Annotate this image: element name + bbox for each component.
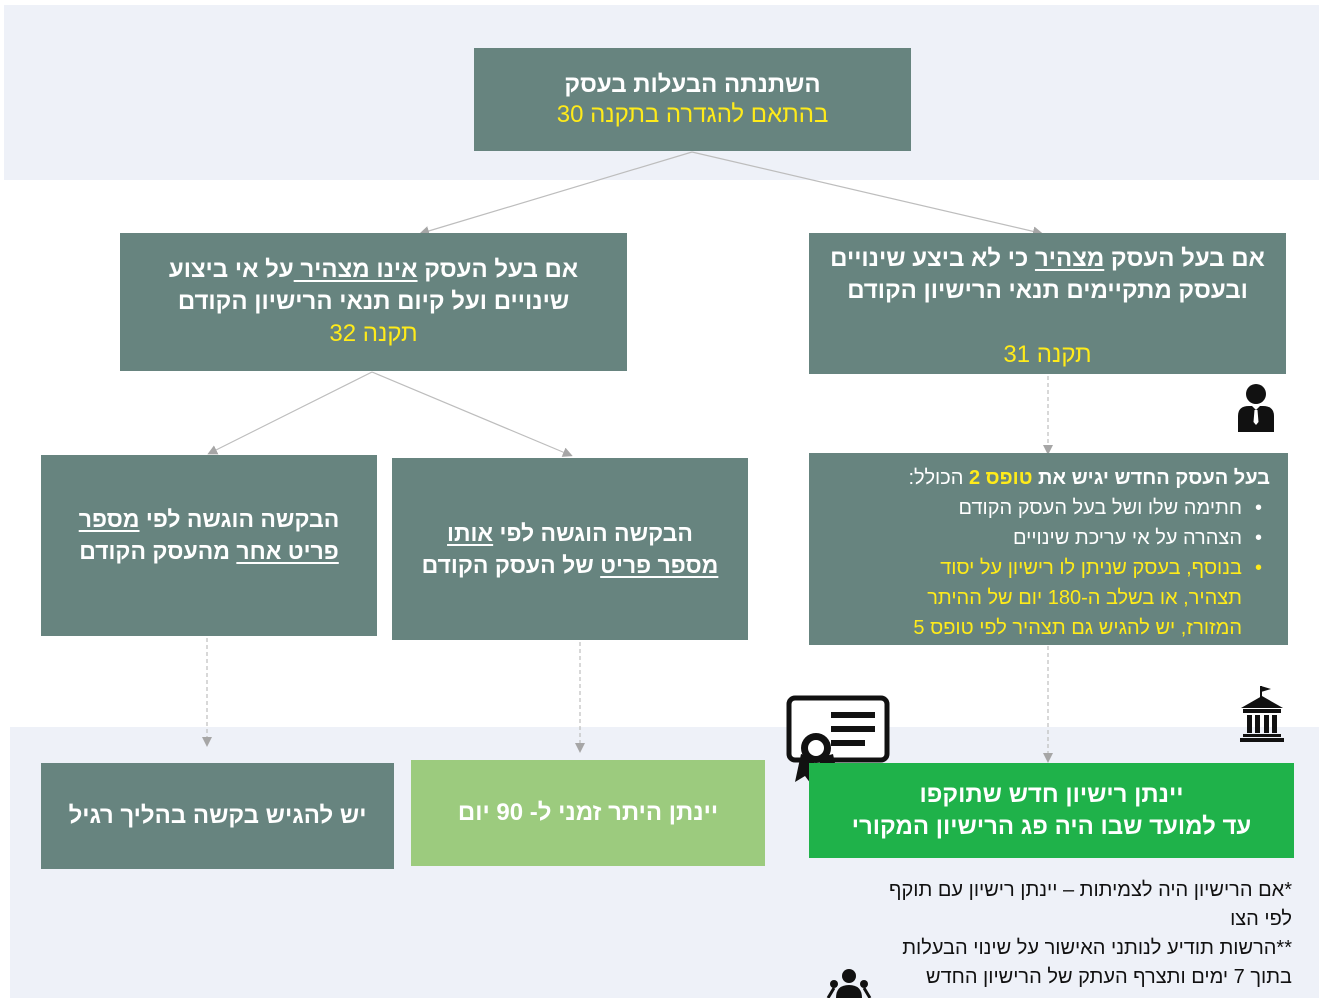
arrow-left-to-same — [371, 371, 573, 457]
owner-declares-box: אם בעל העסק מצהיר כי לא ביצע שינויים ובע… — [809, 233, 1286, 374]
arrow-top-to-left — [419, 151, 693, 236]
footnote-permanent-license: *אם הרישיון היה לצמיתות – יינתן רישיון ע… — [889, 879, 1292, 901]
arrow-left-to-other — [207, 371, 373, 455]
same-item-number-line2: מספר פריט של העסק הקודם — [421, 552, 719, 578]
form-2-intro: בעל העסק החדש יגיש את טופס 2 הכולל: — [908, 467, 1271, 489]
arrow-top-to-right — [691, 151, 1043, 237]
same-item-number-line1: הבקשה הוגשה לפי אותו — [447, 520, 693, 546]
owner-declares-line1: אם בעל העסק מצהיר כי לא ביצע שינויים — [830, 245, 1265, 272]
regular-process-label: יש להגיש בקשה בהליך רגיל — [68, 802, 367, 829]
owner-not-declares-line2: שינויים ועל קיום תנאי הרישיון הקודם — [177, 288, 570, 315]
temporary-permit-label: יינתן היתר זמני ל- 90 יום — [457, 799, 719, 826]
other-item-number-line2: פריט אחר מהעסק הקודם — [79, 538, 339, 564]
regular-process-box: יש להגיש בקשה בהליך רגיל — [41, 763, 394, 869]
certificate-icon — [786, 695, 890, 784]
footnote-permanent-license-cont: לפי הצו — [1230, 908, 1292, 930]
other-item-number-line1: הבקשה הוגשה לפי מספר — [78, 506, 340, 532]
other-item-number-box: הבקשה הוגשה לפי מספר פריט אחר מהעסק הקוד… — [41, 455, 377, 636]
regulation-30-label: בהתאם להגדרה בתקנה 30 — [556, 100, 829, 128]
footnote-authority-notice-cont: בתוך 7 ימים ותצרף העתק של הרישיון החדש — [925, 966, 1292, 988]
ownership-changed-box: השתנתה הבעלות בעסק בהתאם להגדרה בתקנה 30 — [474, 48, 911, 151]
same-item-number-box: הבקשה הוגשה לפי אותו מספר פריט של העסק ה… — [392, 458, 748, 640]
form-2-bullets: חתימה שלו ושל בעל העסק הקודם הצהרה על אי… — [819, 493, 1270, 643]
regulation-31-label: תקנה 31 — [1003, 341, 1092, 368]
new-license-line1: יינתן רישיון חדש שתוקפו — [919, 780, 1184, 808]
footnote-authority-notice: **הרשות תודיע לנותני האישור על שינוי הבע… — [902, 937, 1292, 959]
form-2-bullet-signature: חתימה שלו ושל בעל העסק הקודם — [819, 493, 1270, 523]
owner-not-declares-box: אם בעל העסק אינו מצהיר על אי ביצוע שינוי… — [120, 233, 627, 371]
form-2-box: בעל העסק החדש יגיש את טופס 2 הכולל: חתימ… — [809, 453, 1288, 645]
owner-not-declares-line1: אם בעל העסק אינו מצהיר על אי ביצוע — [168, 256, 579, 283]
footnotes: *אם הרישיון היה לצמיתות – יינתן רישיון ע… — [780, 876, 1292, 992]
regulation-32-label: תקנה 32 — [329, 320, 418, 347]
ownership-changed-title: השתנתה הבעלות בעסק — [564, 70, 821, 98]
owner-declares-line2: ובעסק מתקיימים תנאי הרישיון הקודם — [847, 277, 1248, 304]
temporary-permit-box: יינתן היתר זמני ל- 90 יום — [411, 760, 765, 866]
government-building-icon — [1240, 686, 1284, 742]
form-2-bullet-additional: בנוסף, בעסק שניתן לו רישיון על יסוד תצהי… — [819, 553, 1270, 643]
form-2-bullet-no-changes: הצהרה על אי עריכת שינויים — [819, 523, 1270, 553]
new-license-line2: עד למועד שבו היה פג הרישיון המקורי — [851, 812, 1252, 840]
new-license-box: יינתן רישיון חדש שתוקפו עד למועד שבו היה… — [809, 763, 1294, 858]
person-icon — [1238, 384, 1274, 432]
people-icon — [826, 969, 872, 998]
